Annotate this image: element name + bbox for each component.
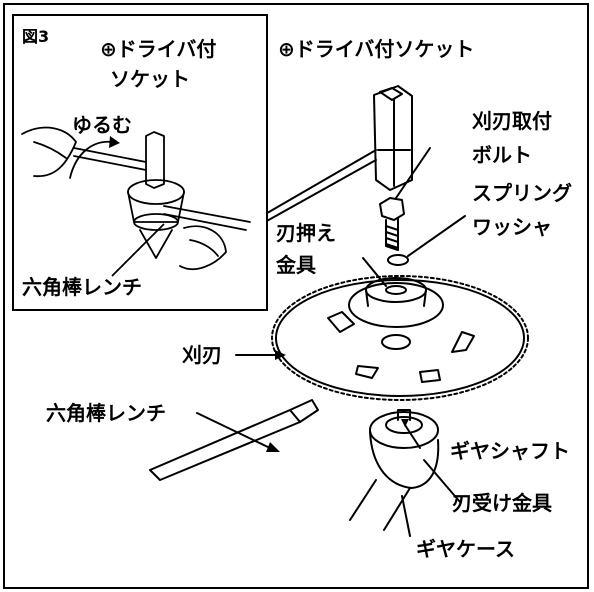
hex-wrench-drawing [149,399,319,481]
inset-hex-wrench-label: 六角棒レンチ [22,275,142,299]
blade-holder-label-1: 刃押え [276,221,336,245]
bolt-label-2: ボルト [472,143,532,167]
blade-holder-label-2: 金具 [276,253,316,277]
bolt-label-1: 刈刃取付 [472,109,552,133]
hex-wrench-label: 六角棒レンチ [46,401,166,425]
figure-number: 図3 [22,27,50,46]
gear-case-label: ギヤケース [416,537,515,561]
inset-panel: 図3 ⊕ドライバ付 ソケット ゆるむ 六角棒レンチ [12,14,268,311]
saw-blade-drawing [271,275,529,401]
gear-shaft-label: ギヤシャフト [450,439,570,463]
leader-lines [196,147,466,537]
inset-socket-label-2: ソケット [110,67,190,91]
blade-receiver-label: 刃受け金具 [452,491,552,515]
washer-label-1: スプリング [472,181,572,205]
bolt-drawing [379,197,405,251]
blade-holder-drawing [348,277,444,328]
inset-loosen-label: ゆるむ [72,113,132,137]
blade-label: 刈刃 [182,343,222,367]
inset-illustration [21,126,251,277]
inset-socket-label-1: ⊕ドライバ付 [100,37,217,61]
socket-label: ⊕ドライバ付ソケット [278,37,475,61]
washer-label-2: ワッシャ [472,215,552,239]
gear-case-drawing [349,409,440,531]
spring-washer-drawing [387,254,409,266]
